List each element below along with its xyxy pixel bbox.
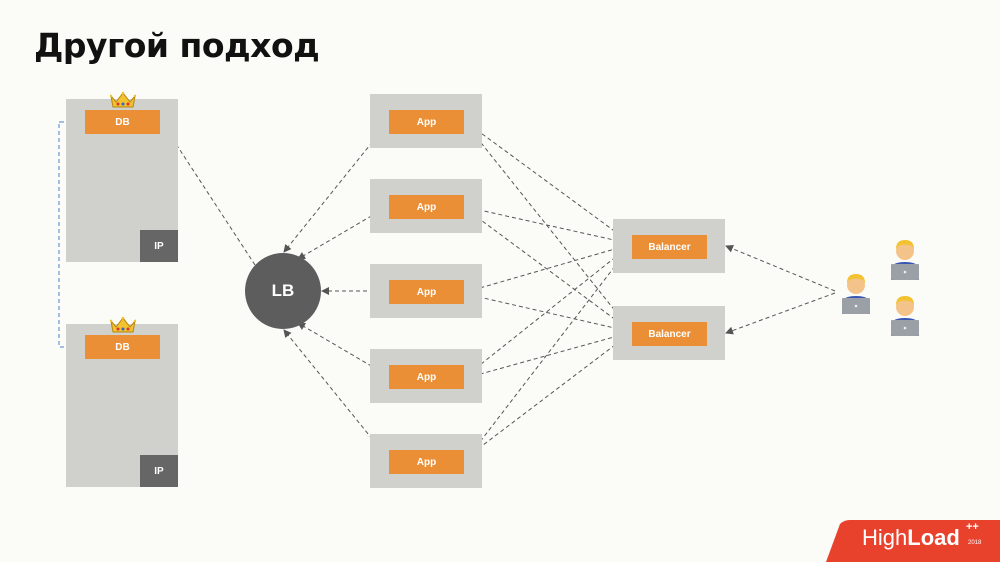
balancer-box-2: Balancer [632,322,707,346]
logo-plusplus: ++ [966,521,979,533]
app-box-4: App [389,365,464,389]
logo-text: HighLoad [862,525,960,551]
person-laptop-icon [842,274,870,314]
logo-year: 2018 [968,540,982,546]
crown-icon [110,91,136,108]
logo-text-light: High [862,525,908,550]
ip-box-1: IP [140,230,178,262]
load-balancer-node: LB [245,253,321,329]
app-box-1: App [389,110,464,134]
app-box-2: App [389,195,464,219]
person-laptop-icon [891,240,919,280]
ip-box-2: IP [140,455,178,487]
slide-title: Другой подход [34,26,320,65]
logo-text-bold: Load [907,525,960,550]
db-box-1: DB [85,110,160,134]
app-box-3: App [389,280,464,304]
crown-icon [110,316,136,333]
db-box-2: DB [85,335,160,359]
balancer-box-1: Balancer [632,235,707,259]
app-box-5: App [389,450,464,474]
person-laptop-icon [891,296,919,336]
highload-logo [826,520,1000,562]
